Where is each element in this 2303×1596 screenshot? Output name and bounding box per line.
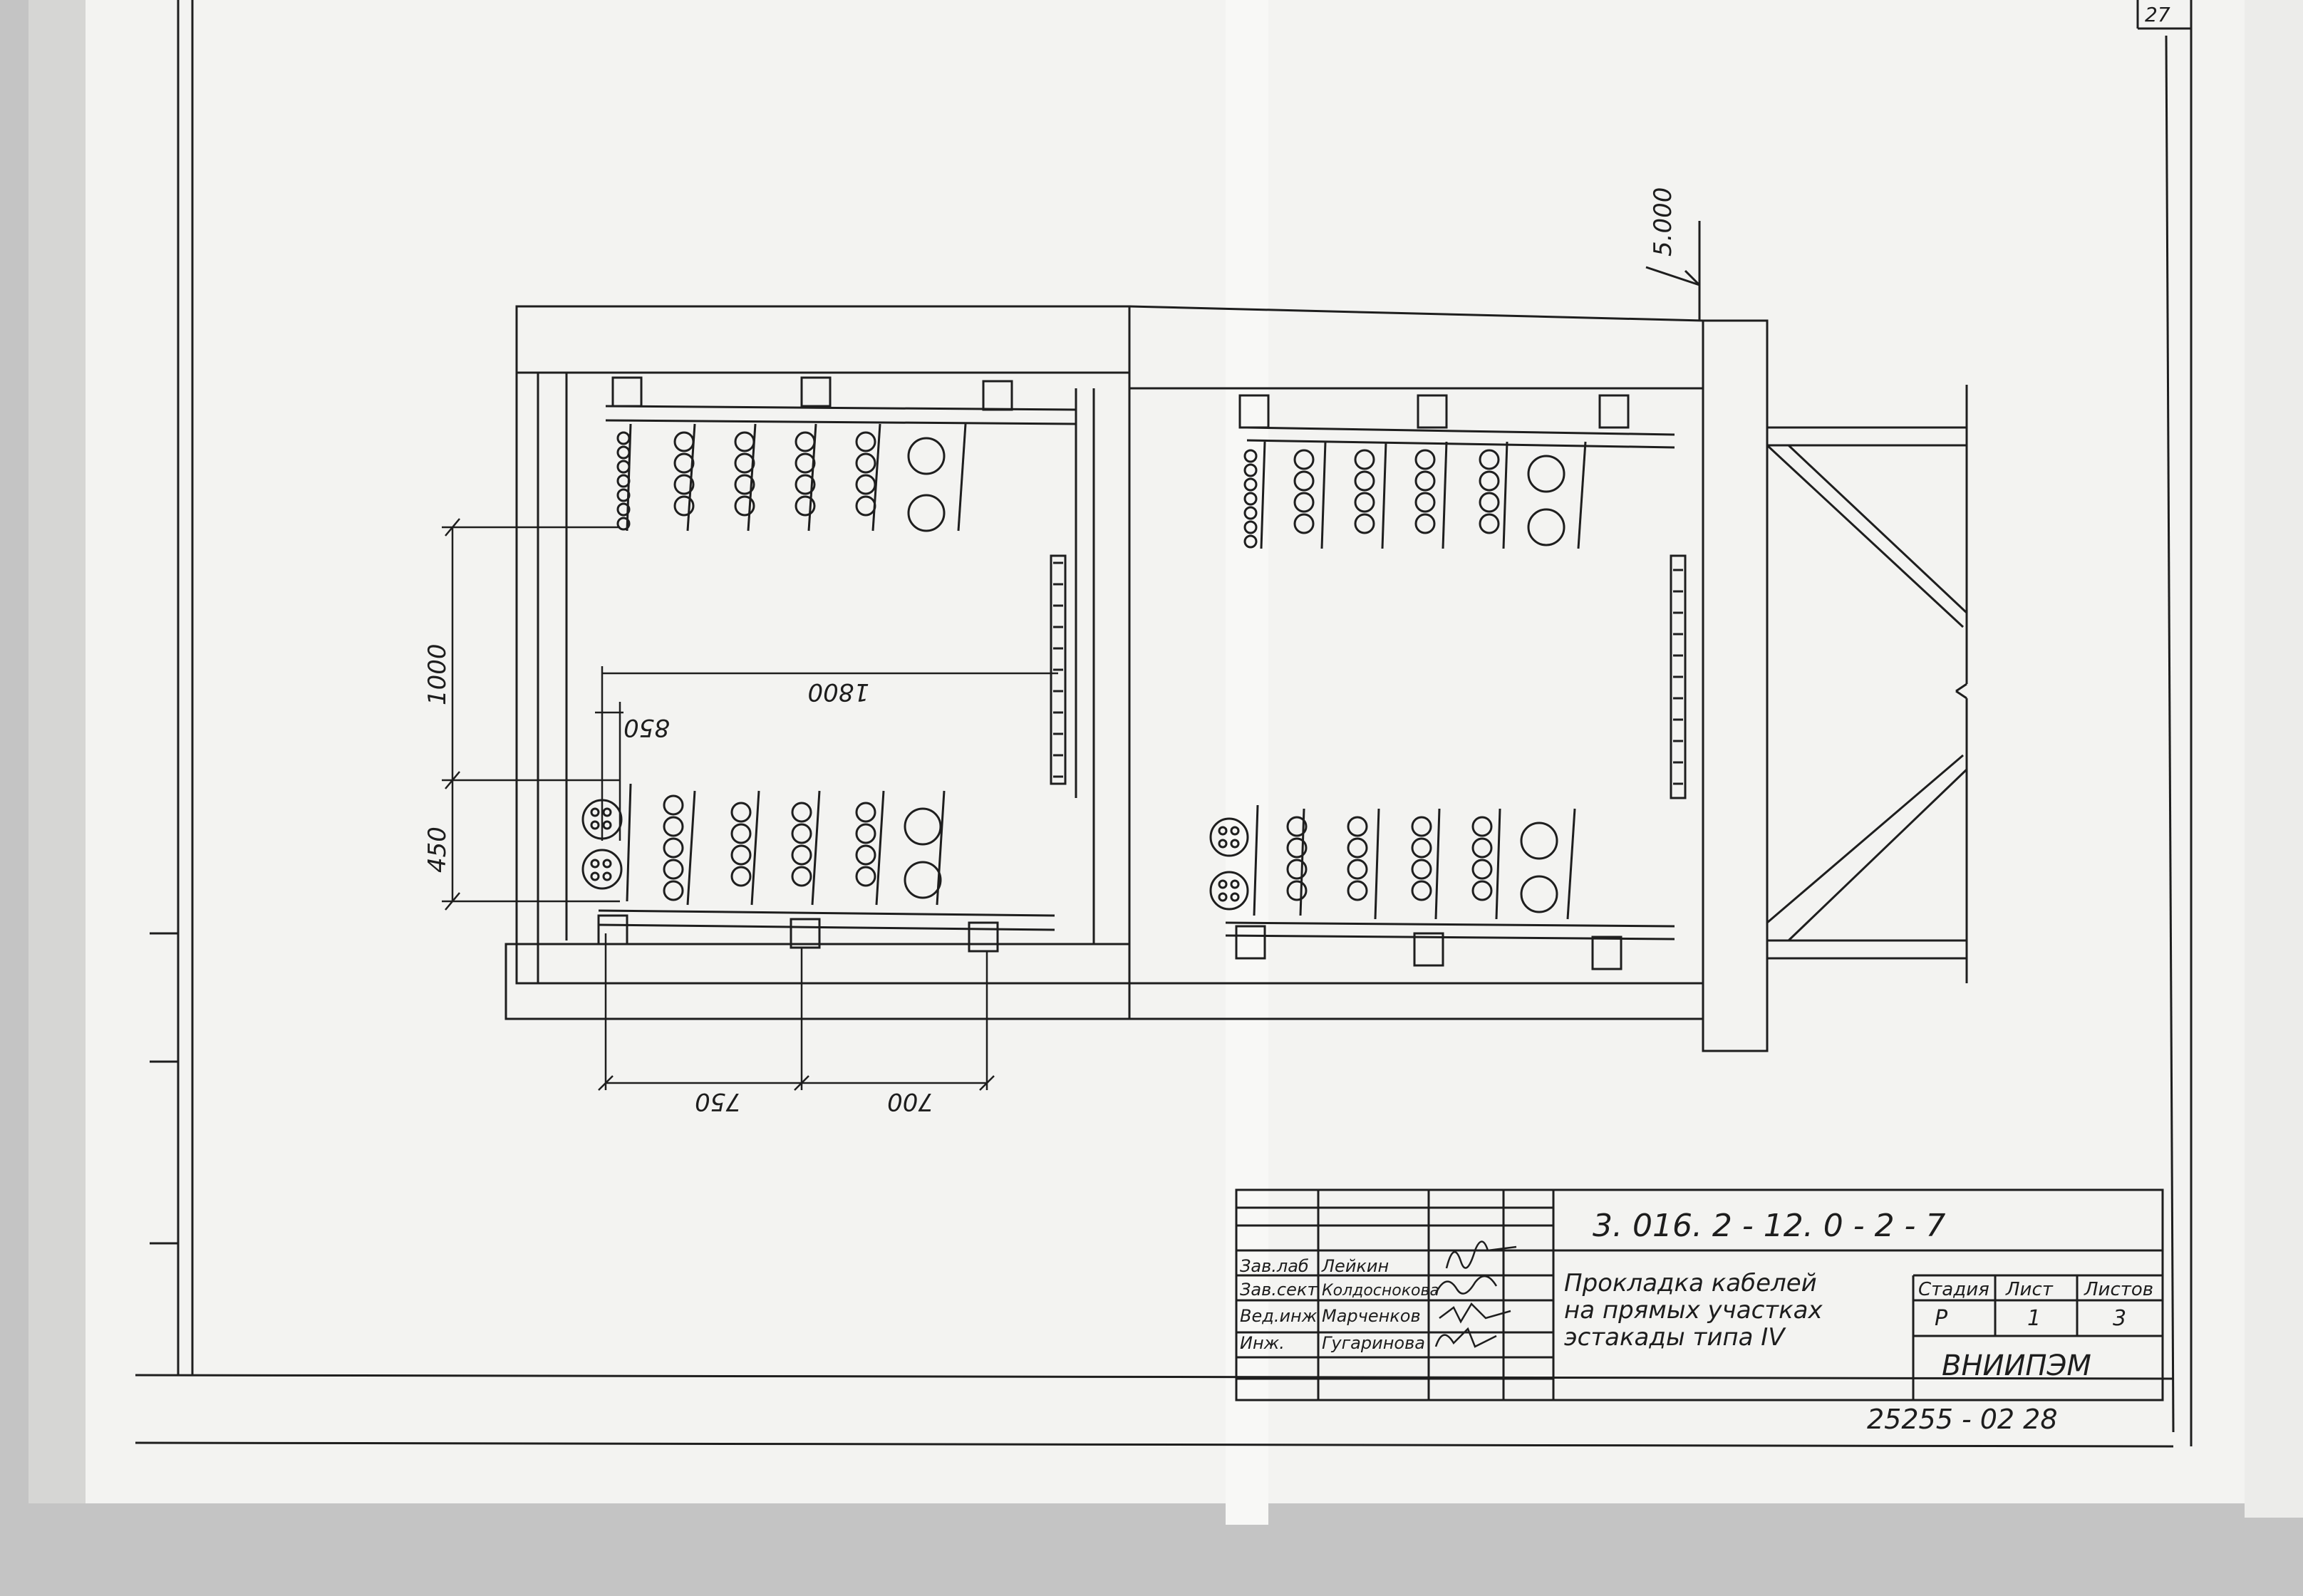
dim-450: 450 (423, 826, 452, 873)
document-code: 3. 016. 2 - 12. 0 - 2 - 7 (1593, 1208, 1945, 1244)
dim-1000: 1000 (423, 643, 452, 705)
signature-name-2: Колдоснокова (1322, 1282, 1439, 1300)
header-stage: Стадия (1918, 1279, 1989, 1300)
page-number: 27 (2145, 3, 2170, 26)
dim-750: 750 (695, 1087, 741, 1116)
header-sheet: Лист (2005, 1279, 2054, 1300)
value-sheet: 1 (2027, 1306, 2041, 1331)
archive-number: 25255 - 02 28 (1867, 1404, 2058, 1435)
dimension-lines (442, 518, 1058, 1091)
signature-role-2: Зав.сект (1240, 1280, 1318, 1300)
left-lower-cables (581, 794, 942, 901)
right-upper-cables (1243, 449, 1565, 549)
elevation-mark: 5.000 (1649, 187, 1677, 256)
value-sheets: 3 (2113, 1306, 2126, 1331)
signature-name-3: Марченков (1322, 1306, 1421, 1326)
signature-role-4: Инж. (1240, 1333, 1285, 1353)
header-sheets: Листов (2084, 1279, 2153, 1300)
drawing-title-line-3: эстакады типа IV (1564, 1323, 1786, 1352)
drawing-title-line-2: на прямых участках (1564, 1296, 1823, 1325)
dim-700: 700 (887, 1087, 933, 1116)
organization: ВНИИПЭМ (1942, 1349, 2091, 1382)
sheet-frame (135, 0, 2193, 1448)
signature-name-1: Лейкин (1321, 1256, 1389, 1276)
signature-name-4: Гугаринова (1322, 1333, 1425, 1353)
signature-role-3: Вед.инж (1240, 1306, 1318, 1326)
signature-role-1: Зав.лаб (1240, 1256, 1309, 1276)
drawing-title-line-1: Прокладка кабелей (1564, 1269, 1817, 1297)
dim-1800: 1800 (807, 678, 869, 706)
right-structure (1129, 221, 1968, 1052)
left-structure (504, 305, 1131, 1020)
dim-850: 850 (623, 713, 670, 742)
left-upper-cables (616, 431, 946, 532)
value-stage: Р (1935, 1306, 1948, 1331)
signature-scribbles (1434, 1240, 1517, 1348)
right-lower-cables (1209, 816, 1558, 913)
title-block (1235, 1188, 2164, 1401)
